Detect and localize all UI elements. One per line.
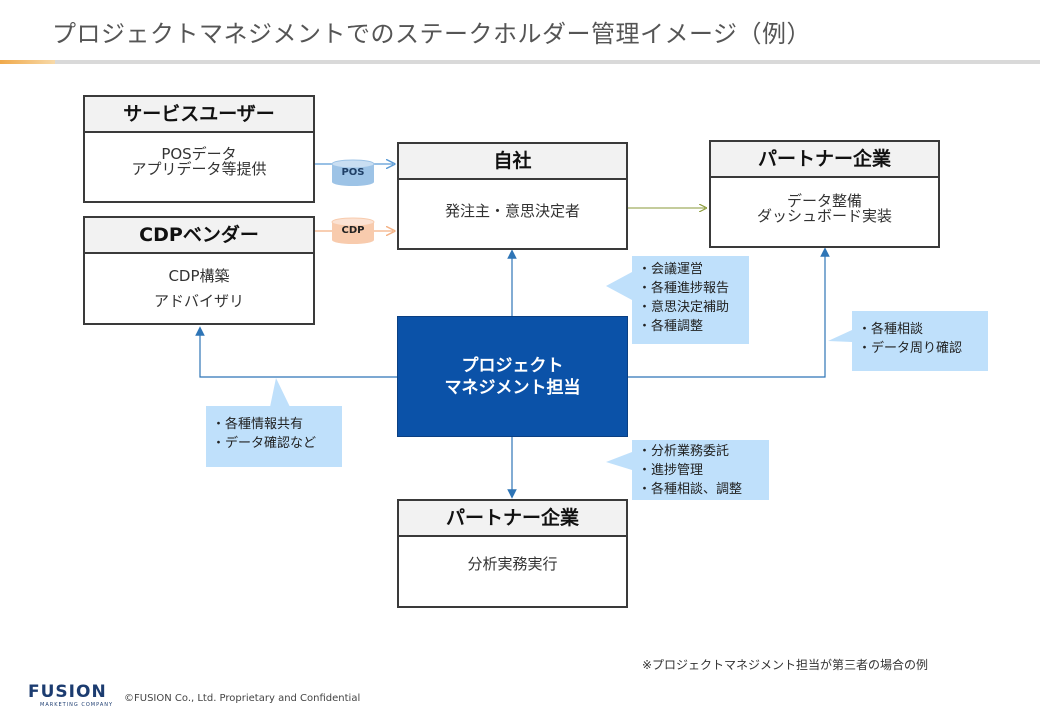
arrow-pm-to-partner-top: [628, 247, 830, 378]
company-logo-subtitle: MARKETING COMPANY: [40, 702, 114, 708]
cdp-vendor-line2: アドバイザリ: [153, 292, 244, 310]
cdp-tag: [331, 217, 375, 244]
callout-own-item: ・各種進捗報告: [638, 281, 730, 296]
callout-partner-top-item: ・データ周り確認: [858, 341, 963, 356]
partner-top-box: パートナー企業 データ整備 ダッシュボード実装: [709, 140, 940, 248]
service-user-title: サービスユーザー: [85, 97, 313, 133]
partner-top-title: パートナー企業: [711, 142, 938, 178]
callout-pointer-cdp: [270, 378, 290, 407]
callout-own-item: ・各種調整: [638, 319, 704, 334]
pos-tag-label: POS: [341, 167, 365, 178]
service-user-line1: POSデータ: [161, 145, 237, 163]
page-title: プロジェクトマネジメントでのステークホルダー管理イメージ（例）: [52, 20, 812, 48]
callout-partner-top: ・各種相談 ・データ周り確認: [852, 311, 988, 371]
arrow-pm-to-cdp: [195, 326, 397, 378]
callout-cdp: ・各種情報共有 ・データ確認など: [206, 406, 342, 467]
callout-partner-bottom-item: ・分析業務委託: [638, 444, 730, 459]
callout-partner-top-item: ・各種相談: [858, 322, 924, 337]
title-divider: [0, 60, 1040, 64]
cdp-vendor-box: CDPベンダー CDP構築 アドバイザリ: [83, 216, 315, 325]
partner-top-line1: データ整備: [786, 192, 862, 210]
project-manager-box: プロジェクト マネジメント担当: [397, 316, 628, 437]
project-manager-line2: マネジメント担当: [444, 377, 581, 398]
partner-bottom-line1: 分析実務実行: [467, 555, 558, 573]
callout-own-item: ・会議運営: [638, 262, 704, 277]
partner-bottom-title: パートナー企業: [399, 501, 626, 537]
cdp-vendor-title: CDPベンダー: [85, 218, 313, 254]
callout-partner-bottom-item: ・進捗管理: [638, 463, 704, 478]
service-user-line2: アプリデータ等提供: [131, 160, 267, 178]
own-company-title: 自社: [399, 144, 626, 180]
company-logo: FUSION: [28, 682, 107, 702]
callout-partner-bottom: ・分析業務委託 ・進捗管理 ・各種相談、調整: [632, 440, 769, 500]
cdp-vendor-line1: CDP構築: [168, 267, 230, 285]
own-company-box: 自社 発注主・意思決定者: [397, 142, 628, 250]
service-user-box: サービスユーザー POSデータ アプリデータ等提供: [83, 95, 315, 203]
callout-own: ・会議運営 ・各種進捗報告 ・意思決定補助 ・各種調整: [632, 256, 749, 344]
callout-cdp-item: ・データ確認など: [212, 436, 317, 451]
own-company-line1: 発注主・意思決定者: [444, 202, 580, 220]
title-divider-accent: [0, 60, 55, 64]
cdp-tag-label: CDP: [341, 225, 365, 236]
pos-tag: [331, 159, 375, 186]
callout-pointer-partner-bottom: [606, 452, 632, 470]
callout-cdp-item: ・各種情報共有: [212, 417, 304, 432]
footnote: ※プロジェクトマネジメント担当が第三者の場合の例: [642, 658, 929, 672]
partner-top-line2: ダッシュボード実装: [756, 207, 892, 225]
partner-bottom-box: パートナー企業 分析実務実行: [397, 499, 628, 608]
callout-pointer-own: [606, 272, 632, 300]
copyright-text: ©FUSION Co., Ltd. Proprietary and Confid…: [124, 693, 361, 704]
callout-pointer-partner-top: [828, 330, 852, 342]
callout-partner-bottom-item: ・各種相談、調整: [638, 482, 743, 497]
callout-own-item: ・意思決定補助: [638, 300, 730, 315]
project-manager-line1: プロジェクト: [461, 355, 564, 376]
